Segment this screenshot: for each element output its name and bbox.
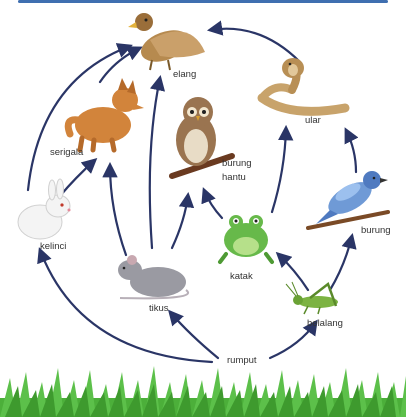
wolf-illustration: [68, 78, 144, 150]
arrow-tikus-elang: [150, 78, 160, 248]
label-kelinci: kelinci: [40, 241, 66, 252]
frog-illustration: [220, 215, 272, 262]
rat-illustration: [118, 255, 188, 298]
label-elang: elang: [173, 69, 196, 80]
arrow-katak-hantu: [204, 190, 222, 218]
arrow-rumput-tikus: [170, 312, 218, 358]
arrow-ular-elang: [210, 29, 300, 62]
label-burung-hantu-line2: hantu: [222, 172, 246, 183]
label-rumput: rumput: [227, 355, 257, 366]
label-ular: ular: [305, 115, 321, 126]
arrow-katak-ular: [272, 128, 286, 212]
label-tikus: tikus: [149, 303, 169, 314]
snake-illustration: [262, 58, 345, 111]
arrow-serigala-elang: [100, 48, 140, 82]
grass-illustration: [0, 366, 406, 417]
arrow-tikus-hantu: [172, 195, 188, 248]
bird-illustration: [308, 171, 388, 228]
label-burung: burung: [361, 225, 391, 236]
label-belalang: belalang: [307, 318, 343, 329]
arrow-burung-ular: [346, 130, 356, 172]
rabbit-illustration: [18, 179, 71, 239]
label-burung-hantu-line1: burung: [222, 158, 252, 169]
label-katak: katak: [230, 271, 253, 282]
label-serigala: serigala: [50, 147, 83, 158]
arrow-belalang-burung: [330, 236, 352, 290]
grasshopper-illustration: [286, 282, 338, 314]
arrow-kelinci-serigala: [60, 160, 95, 196]
eagle-illustration: [128, 13, 205, 70]
arrow-tikus-serigala: [110, 165, 126, 255]
